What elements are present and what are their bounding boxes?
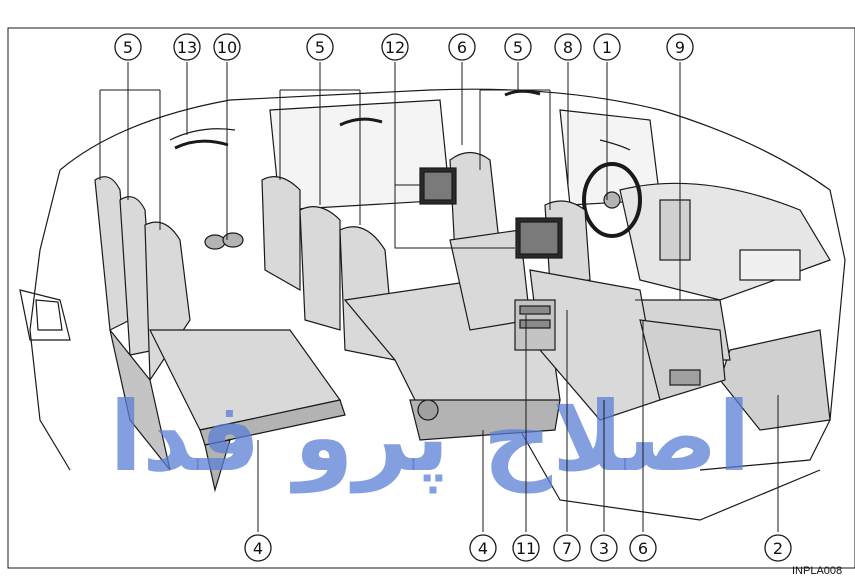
front-seats <box>449 151 726 421</box>
steering-wheel <box>582 162 642 238</box>
callout-number: 4 <box>478 539 488 558</box>
callout-number: 5 <box>123 38 133 57</box>
diagram-frame <box>7 27 855 569</box>
callout-8: 8 <box>554 33 582 61</box>
callout-number: 8 <box>563 38 573 57</box>
callout-circle <box>629 534 657 562</box>
third-row-seat <box>94 176 346 493</box>
callout-circle <box>173 33 201 61</box>
callout-circle <box>590 534 618 562</box>
callout-7: 7 <box>553 534 581 562</box>
dashboard <box>582 162 831 301</box>
callout-circle <box>244 534 272 562</box>
callout-number: 9 <box>675 38 685 57</box>
callout-circle <box>504 33 532 61</box>
callout-number: 7 <box>562 539 572 558</box>
callout-6: 6 <box>629 534 657 562</box>
callout-circle <box>381 33 409 61</box>
callout-12: 12 <box>381 33 409 61</box>
callout-circle <box>448 33 476 61</box>
leader-lines <box>99 62 779 532</box>
callout-circle <box>306 33 334 61</box>
callout-3: 3 <box>590 534 618 562</box>
callout-4: 4 <box>469 534 497 562</box>
callout-number: 5 <box>513 38 523 57</box>
callout-number: 3 <box>599 539 609 558</box>
callout-circle <box>512 534 540 562</box>
callout-circle <box>554 33 582 61</box>
callout-circle <box>553 534 581 562</box>
callout-5: 5 <box>504 33 532 61</box>
callout-circle <box>114 33 142 61</box>
callout-number: 4 <box>253 539 263 558</box>
callout-9: 9 <box>666 33 694 61</box>
callout-5: 5 <box>114 33 142 61</box>
callout-2: 2 <box>764 534 792 562</box>
callout-11: 11 <box>512 534 540 562</box>
callout-number: 13 <box>177 38 197 57</box>
callout-number: 1 <box>602 38 612 57</box>
callout-13: 13 <box>173 33 201 61</box>
callout-number: 10 <box>217 38 237 57</box>
callouts: 5 13 10 5 12 6 5 8 1 9 4 4 11 7 3 6 2 <box>114 33 792 562</box>
callout-number: 12 <box>385 38 405 57</box>
rear-seat-monitors <box>419 167 563 259</box>
callout-6: 6 <box>448 33 476 61</box>
callout-number: 5 <box>315 38 325 57</box>
callout-circle <box>213 33 241 61</box>
callout-5: 5 <box>306 33 334 61</box>
figure-code: INPLA008 <box>792 565 842 577</box>
callout-number: 6 <box>638 539 648 558</box>
callout-1: 1 <box>593 33 621 61</box>
callout-circle <box>764 534 792 562</box>
callout-number: 6 <box>457 38 467 57</box>
watermark: اصلاح پرو فدا <box>109 381 750 494</box>
callout-circle <box>666 33 694 61</box>
callout-number: 2 <box>773 539 783 558</box>
callout-number: 11 <box>516 539 536 558</box>
rear-console <box>204 232 556 351</box>
callout-circle <box>469 534 497 562</box>
callout-4: 4 <box>244 534 272 562</box>
callout-circle <box>593 33 621 61</box>
callout-10: 10 <box>213 33 241 61</box>
